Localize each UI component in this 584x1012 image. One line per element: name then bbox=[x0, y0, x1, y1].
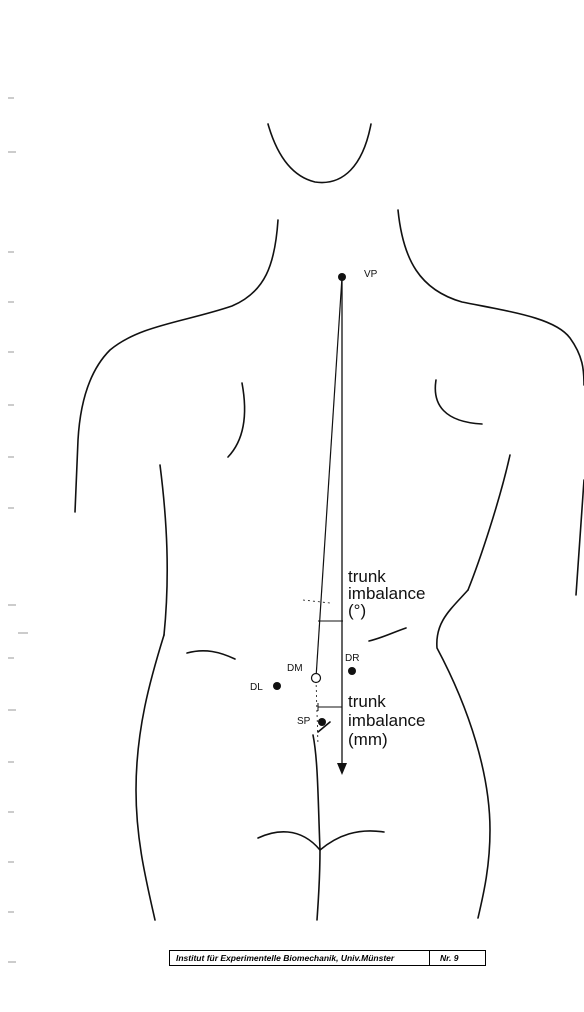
angle-marker-dashed bbox=[303, 600, 330, 603]
plumb-arrow-head bbox=[337, 763, 347, 775]
right-arm-outer bbox=[576, 480, 584, 595]
vp-point bbox=[338, 273, 346, 281]
institute-label: Institut für Experimentelle Biomechanik,… bbox=[170, 951, 429, 965]
left-buttock-curve bbox=[258, 832, 320, 850]
dl-point bbox=[273, 682, 281, 690]
left-flank-outline bbox=[136, 635, 164, 920]
dm-point bbox=[312, 674, 321, 683]
body-outline bbox=[75, 124, 584, 920]
right-scapula bbox=[435, 380, 482, 424]
head-chin-outline bbox=[268, 124, 371, 183]
sp-point bbox=[318, 718, 326, 726]
dashed-extension bbox=[316, 680, 318, 745]
figure-number: Nr. 9 bbox=[429, 951, 485, 965]
sp-label: SP bbox=[297, 716, 311, 727]
dl-label: DL bbox=[250, 682, 263, 693]
dr-label: DR bbox=[345, 653, 359, 664]
right-buttock-curve bbox=[320, 831, 384, 850]
landmarks bbox=[273, 273, 356, 726]
margin-marks bbox=[8, 98, 28, 962]
gluteal-cleft bbox=[313, 735, 320, 920]
right-shoulder-outline bbox=[398, 210, 584, 385]
right-waist-outline bbox=[437, 590, 490, 918]
left-scapula bbox=[228, 383, 245, 457]
dr-point bbox=[348, 667, 356, 675]
dm-label: DM bbox=[287, 663, 303, 674]
left-lumbar-crease bbox=[187, 651, 235, 659]
vp-label: VP bbox=[364, 269, 378, 280]
footer-box: Institut für Experimentelle Biomechanik,… bbox=[169, 950, 486, 966]
distance-annotation-line1: trunk bbox=[348, 692, 386, 711]
angle-annotation-line3: (°) bbox=[348, 601, 366, 620]
left-shoulder-outline bbox=[75, 220, 278, 512]
distance-annotation-line2: imbalance bbox=[348, 711, 426, 730]
right-arm-inner bbox=[468, 455, 510, 590]
left-arm-inner bbox=[160, 465, 167, 635]
vp-to-dm-line bbox=[316, 277, 342, 678]
plumb-construction bbox=[303, 277, 347, 775]
distance-annotation-line3: (mm) bbox=[348, 730, 388, 749]
right-lumbar-crease bbox=[369, 628, 406, 641]
